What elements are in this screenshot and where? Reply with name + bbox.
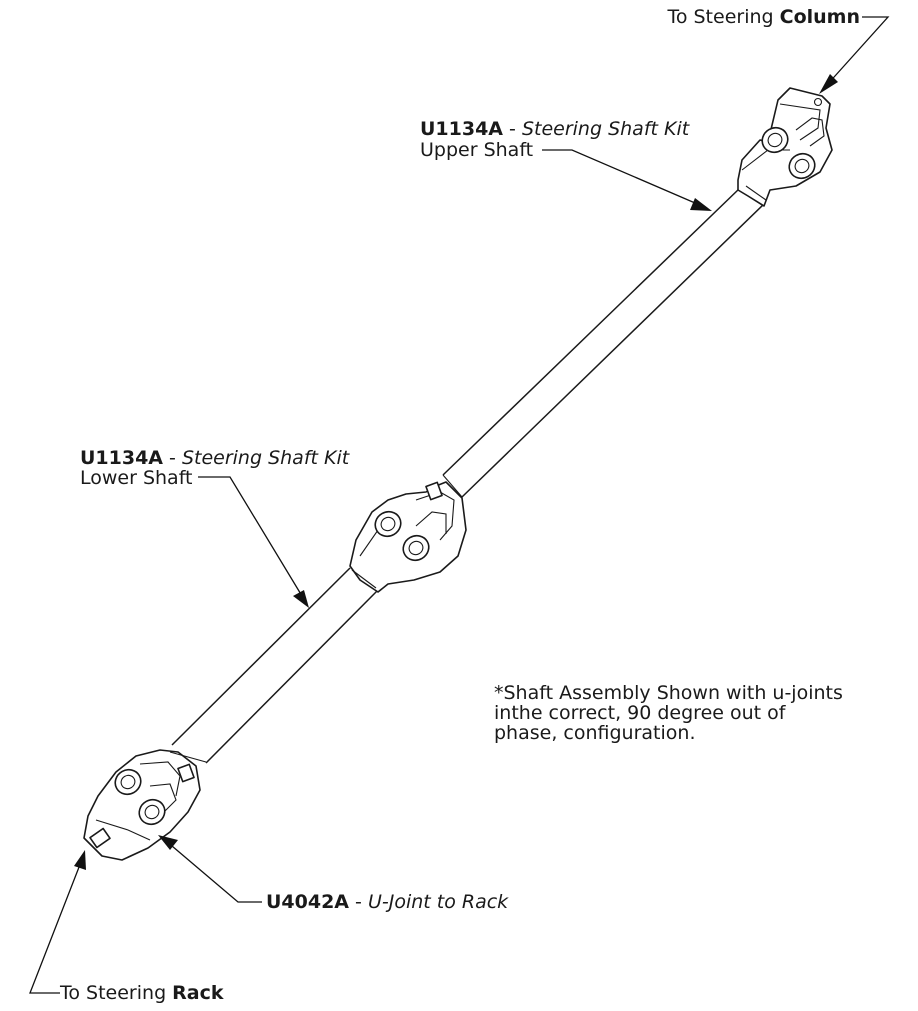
upper-shaft [442, 187, 765, 498]
upper-shaft-item: Upper Shaft [420, 139, 533, 161]
lower-shaft-title: U1134A - Steering Shaft Kit [80, 447, 351, 469]
leader-upper-shaft [542, 149, 712, 211]
note-line-3: phase, configuration. [494, 722, 696, 744]
leader-u-joint [158, 835, 262, 903]
leader-lower-shaft [198, 476, 309, 608]
upper-shaft-title: U1134A - Steering Shaft Kit [420, 118, 691, 140]
middle-u-joint [349, 481, 467, 593]
u-joint-label: U4042A - U-Joint to Rack [266, 891, 509, 913]
lower-shaft-item: Lower Shaft [80, 467, 193, 489]
upper-u-joint [737, 87, 833, 207]
to-rack-label: To Steering Rack [59, 982, 224, 1004]
lower-u-joint [83, 749, 207, 861]
leader-to-column [819, 16, 890, 94]
lower-shaft [171, 567, 381, 764]
leader-to-rack [29, 850, 86, 994]
to-column-label: To Steering Column [666, 6, 860, 28]
note-line-2: inthe correct, 90 degree out of [494, 702, 787, 724]
note-line-1: *Shaft Assembly Shown with u-joints [494, 682, 843, 704]
